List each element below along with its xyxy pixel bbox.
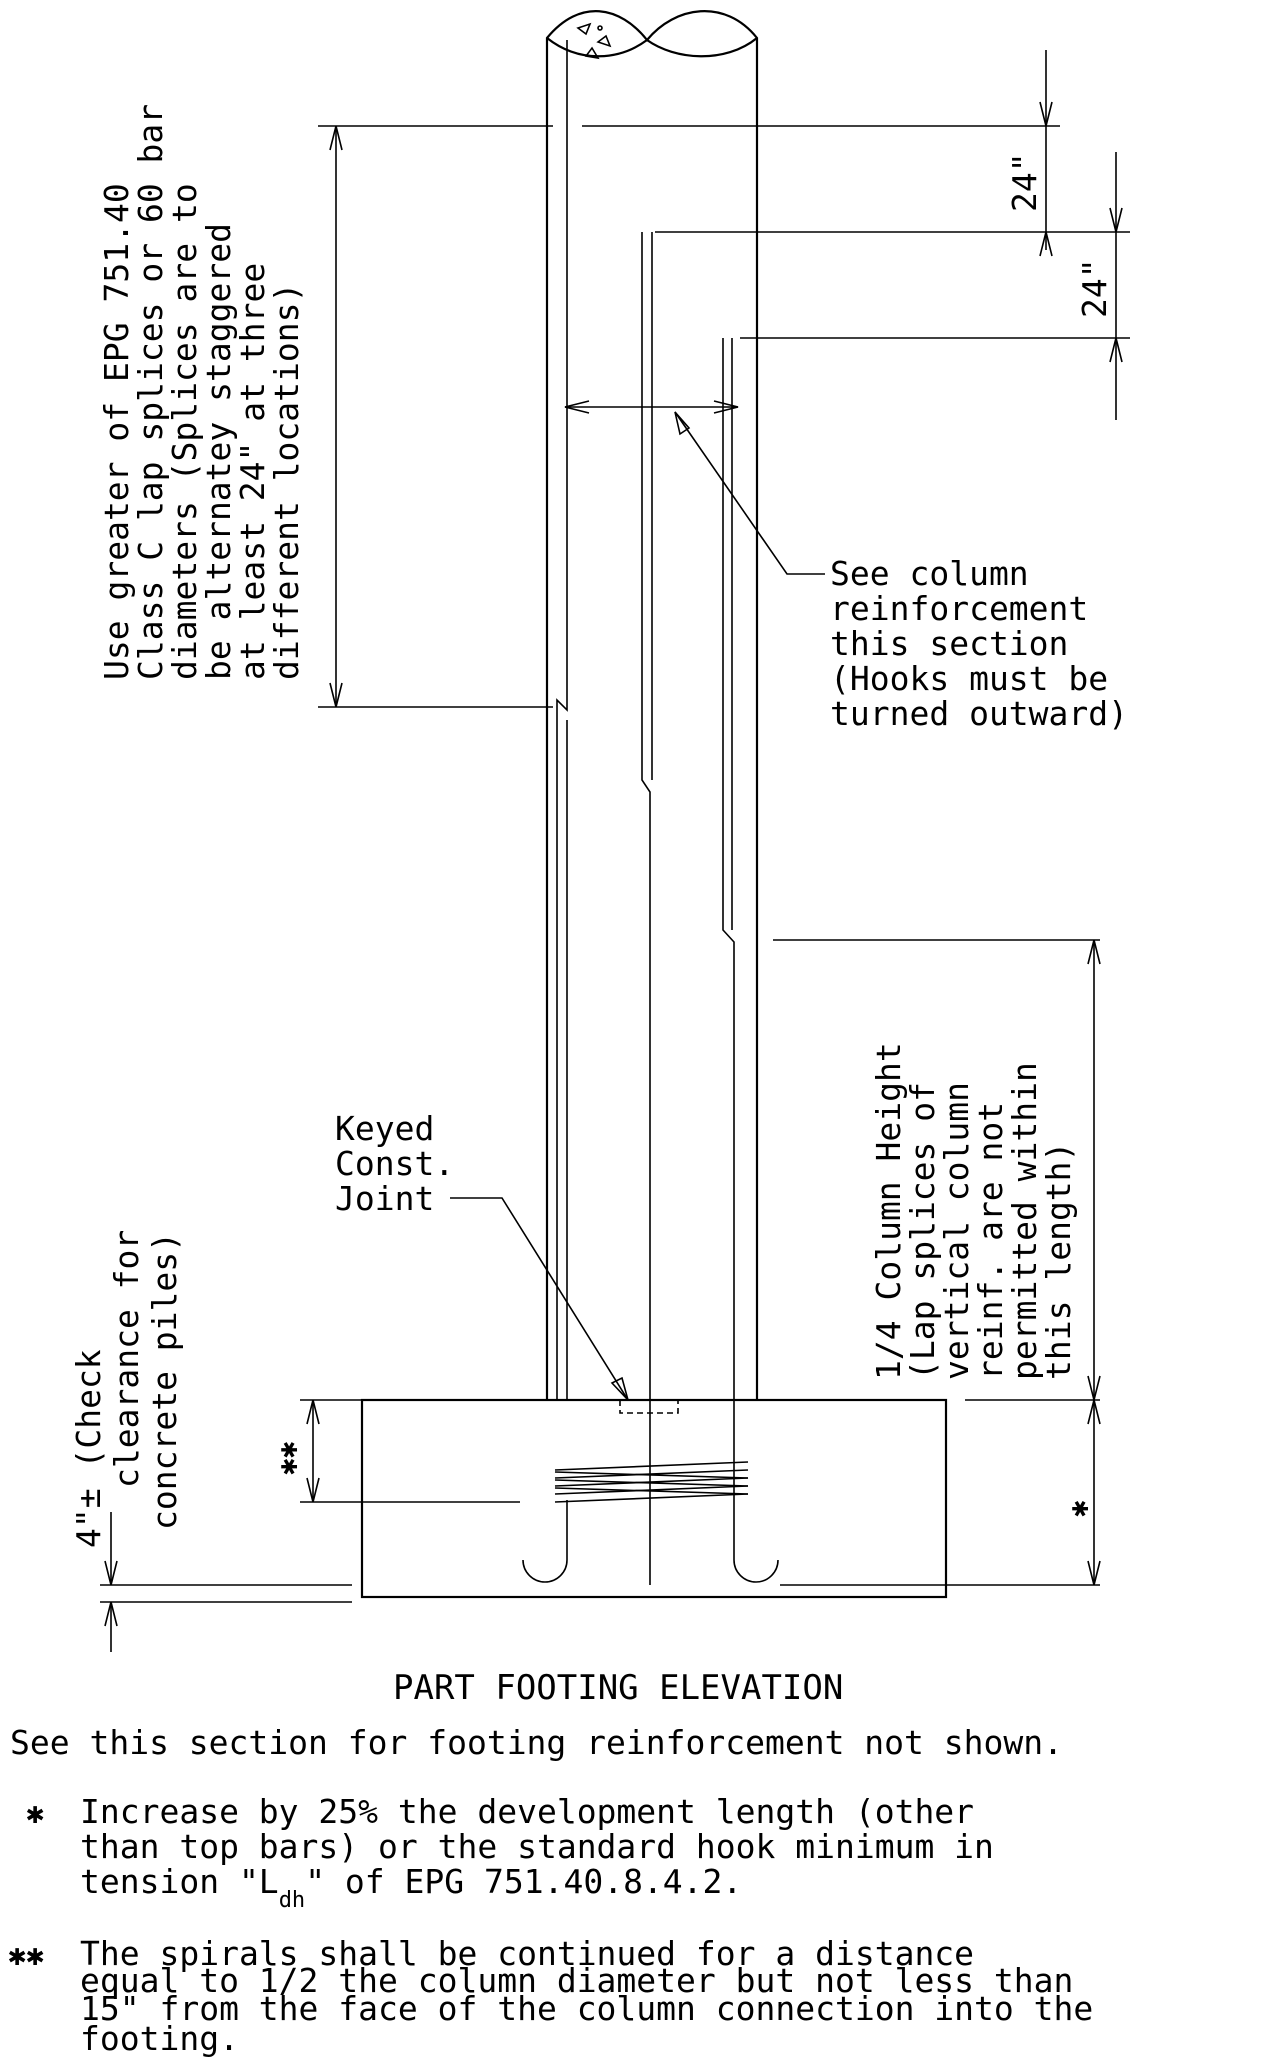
spiral-reinforcement <box>554 1461 749 1503</box>
clearance-dimension <box>100 1512 352 1652</box>
column-break-curve <box>546 37 758 58</box>
quarter-height-line: permitted within <box>1005 1062 1044 1380</box>
quarter-height-line: vertical column <box>937 1082 976 1380</box>
section-break-symbol <box>576 22 612 60</box>
development-dimension-marker: ✱ <box>1062 1500 1095 1517</box>
note-1-subscript: dh <box>279 1888 306 1913</box>
lap-note-line: different locations) <box>267 283 306 680</box>
development-length-dimension <box>780 1399 1101 1586</box>
quarter-height-line: this length) <box>1039 1142 1078 1380</box>
note-1-marker: ✱ <box>26 1796 44 1831</box>
note-2-line: 15" from the face of the column connecti… <box>80 1989 1093 2028</box>
quarter-height-line: reinf. are not <box>971 1102 1010 1380</box>
note-1-line-3: tension "Ldh" of EPG 751.40.8.4.2. <box>80 1862 742 1913</box>
dimension-24-lower <box>740 152 1130 420</box>
note-1-line: than top bars) or the standard hook mini… <box>80 1827 994 1866</box>
vertical-bar-left <box>556 40 568 1400</box>
clearance-line: clearance for <box>107 1230 146 1488</box>
drawing-subtitle: See this section for footing reinforceme… <box>10 1723 1063 1762</box>
hook-left <box>522 1500 568 1583</box>
lap-note-line: Use greater of EPG 751.40 <box>97 183 136 680</box>
see-column-line: turned outward) <box>830 694 1128 733</box>
see-column-note: See column reinforcement this section (H… <box>830 554 1128 733</box>
lap-note-line: Class C lap splices or 60 bar <box>131 104 170 680</box>
quarter-height-line: (Lap splices of <box>903 1082 942 1380</box>
drawing-title: PART FOOTING ELEVATION <box>393 1668 843 1708</box>
lap-splice-note: Use greater of EPG 751.40 Class C lap sp… <box>97 84 306 680</box>
lap-note-line: at least 24" at three <box>233 263 272 680</box>
dimension-label-24-a: 24" <box>1005 152 1044 212</box>
clearance-line: 4"± (Check <box>69 1349 108 1548</box>
dimension-label-24-b: 24" <box>1075 258 1114 318</box>
keyed-joint-line: Const. <box>335 1144 454 1183</box>
keyed-joint-note: Keyed Const. Joint <box>335 1109 474 1218</box>
note-2: The spirals shall be continued for a dis… <box>80 1934 1113 2058</box>
note-2-line: The spirals shall be continued for a dis… <box>80 1934 974 1973</box>
see-column-line: See column <box>830 554 1029 593</box>
vertical-bar-center <box>641 232 651 1585</box>
shear-key <box>619 1400 679 1414</box>
note-2-line: footing. <box>80 2019 239 2058</box>
note-1-line3-end: " of EPG 751.40.8.4.2. <box>305 1862 742 1901</box>
lap-note-line: diameters (Splices are to <box>165 183 204 680</box>
footing-outline <box>360 1398 948 1599</box>
note-1-line: Increase by 25% the development length (… <box>80 1792 974 1831</box>
see-column-line: reinforcement <box>830 589 1088 628</box>
keyed-joint-line: Joint <box>335 1179 434 1218</box>
clearance-line: concrete piles) <box>145 1232 184 1530</box>
quarter-height-line: 1/4 Column Height <box>869 1042 908 1380</box>
see-column-leader <box>674 411 825 575</box>
clearance-note: 4"± (Check clearance for concrete piles) <box>69 1210 184 1548</box>
column <box>545 10 759 1585</box>
footing <box>360 1398 948 1599</box>
lap-splice-dimension <box>318 125 553 708</box>
spiral-dimension-marker: ✱✱ <box>271 1441 304 1475</box>
hook-right <box>733 1500 779 1583</box>
lap-note-line: be alternatey staggered <box>199 223 238 680</box>
note-1: Increase by 25% the development length (… <box>80 1792 994 1866</box>
spiral-extension-dimension <box>300 1399 520 1503</box>
see-column-line: this section <box>830 624 1068 663</box>
note-2-line: equal to 1/2 the column diameter but not… <box>80 1961 1073 2000</box>
column-width-dimension <box>564 400 739 414</box>
quarter-height-note: 1/4 Column Height (Lap splices of vertic… <box>869 1022 1078 1380</box>
keyed-joint-leader <box>450 1197 629 1401</box>
dimension-24-upper <box>582 50 1130 257</box>
note-2-marker: ✱✱ <box>8 1938 44 1973</box>
note-1-line3-start: tension "L <box>80 1862 279 1901</box>
keyed-joint-line: Keyed <box>335 1109 434 1148</box>
vertical-bar-right <box>722 338 735 1500</box>
see-column-line: (Hooks must be <box>830 659 1108 698</box>
